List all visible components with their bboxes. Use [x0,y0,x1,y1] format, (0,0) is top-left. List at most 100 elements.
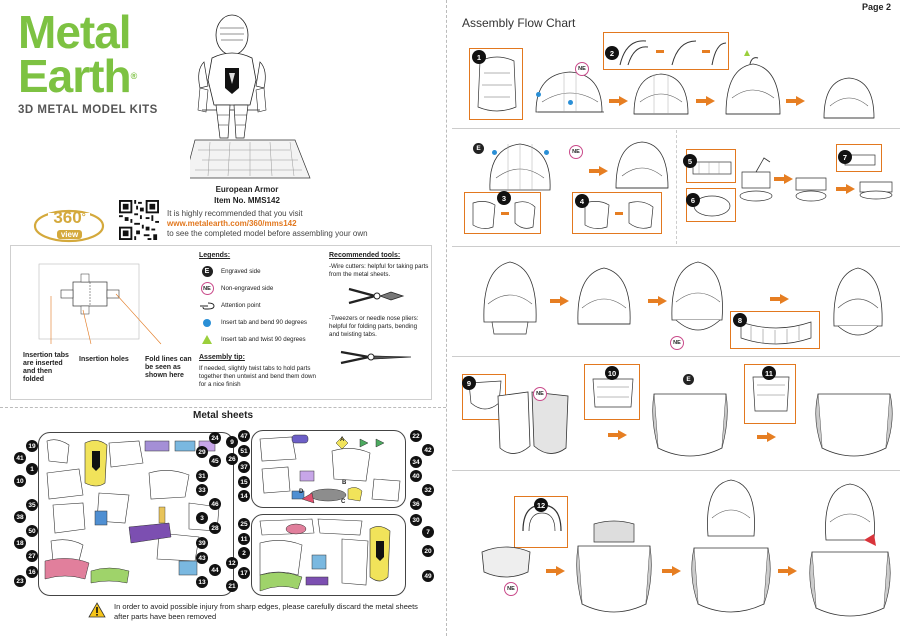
part-number: 9 [226,436,238,448]
part-number: 37 [238,461,250,473]
metal-sheet-right-upper [251,430,406,508]
part-number: 34 [410,456,422,468]
part-number: 22 [410,430,422,442]
step-number-7: 7 [838,150,852,164]
degree-symbol: ° [81,212,86,223]
part-number: 46 [209,498,221,510]
helmet-step-2-done [823,77,875,119]
part-number: 44 [209,564,221,576]
part-number: 18 [14,537,26,549]
tab-dot [544,150,549,155]
step-4-box [572,192,662,234]
tab-dot [536,92,541,97]
tab-dot [568,100,573,105]
part-number: 26 [226,453,238,465]
step-number-3: 3 [497,191,511,205]
recommendation-line-1: It is highly recommended that you visit [167,209,303,218]
helmet-step-8-done [833,267,883,336]
metal-sheets-title: Metal sheets [192,410,254,421]
flow-arrow-icon [757,432,776,442]
part-number: 7 [422,526,434,538]
center-fold-line [446,0,447,636]
non-engraved-marker: NE [575,62,589,76]
row-divider [452,246,900,247]
recommended-tools: Recommended tools: -Wire cutters: helpfu… [329,252,429,369]
non-engraved-marker: NE [533,387,547,401]
view-360-word: view [56,230,83,239]
part-number: 38 [14,511,26,523]
step-number-12: 12 [534,498,548,512]
step-2-box [603,32,729,70]
recommendation-url-link[interactable]: www.metalearth.com/360/mms142 [167,219,297,228]
flow-arrow-icon [550,296,569,306]
step-number-2: 2 [605,46,619,60]
step-10-part [592,378,634,408]
part-number: 1 [26,463,38,475]
part-number: 11 [238,533,250,545]
flow-arrow-icon [609,96,628,106]
torso-assembly-a [576,520,652,613]
helmet-step-3-assembly [489,143,551,191]
wire-cutters-icon [348,287,405,305]
part-letter: C [341,499,346,505]
recommendation-text: It is highly recommended that you visit … [167,209,368,239]
part-number: 24 [209,432,221,444]
tab-dot [492,150,497,155]
label-insertion-tabs: Insertion tabs are inserted and then fol… [23,352,69,383]
flow-chart-title: Assembly Flow Chart [462,16,576,30]
logo-word-earth: Earth [18,50,132,102]
part-number: 47 [238,430,250,442]
flow-arrow-icon [589,166,608,176]
helmet-step-8a [483,261,537,335]
part-letter: D [299,489,304,495]
qr-code-icon[interactable] [119,200,159,240]
base-assembly-done [859,181,893,200]
non-engraved-marker: NE [504,582,518,596]
step-8-part [740,321,812,345]
legends-list: Legends: E Engraved side NE Non-engraved… [199,252,323,389]
part-number: 31 [196,470,208,482]
part-number: 45 [209,455,221,467]
helmet-step-8c [671,261,723,331]
part-number: 35 [26,499,38,511]
part-number: 21 [226,580,238,592]
part-number: 40 [410,470,422,482]
part-number: 13 [196,576,208,588]
metal-sheet-right-lower [251,514,406,596]
trademark-symbol: ® [130,71,138,81]
breastplate-assembly-a [497,391,569,454]
step-8-box [730,311,820,349]
breastplate-assembly-b [652,393,728,457]
base-assembly-b [795,177,827,202]
step-5-parts [692,161,732,175]
armor-completed [809,483,891,617]
part-number: 36 [410,498,422,510]
helmet-step-4 [615,141,669,189]
logo-line-2: Earth® [18,53,168,99]
armor-assembly-b [691,479,771,613]
warning-icon [88,602,106,618]
tab-diagram: Insertion tabs are inserted and then fol… [21,260,192,390]
legend-attention: Attention point [199,297,323,314]
part-number: 16 [26,566,38,578]
warning-text: In order to avoid possible injury from s… [114,602,418,621]
part-letter: A [340,437,345,443]
tab-diagram-illustration [38,263,162,345]
part-number: 2 [238,547,250,559]
step-number-10: 10 [605,366,619,380]
part-number: 15 [238,476,250,488]
part-number: 42 [422,444,434,456]
view-360-ring-icon [33,209,105,243]
legend-nonengraved: NE Non-engraved side [199,280,323,297]
part-number: 50 [26,525,38,537]
legends-title: Legends: [199,252,231,259]
assembly-tip-title: Assembly tip: [199,354,245,361]
view-360-word-row: view [32,230,107,239]
flow-arrow-icon [546,566,565,576]
part-number: 29 [196,446,208,458]
metal-earth-logo: Metal Earth® [18,9,168,99]
non-engraved-side-icon: NE [200,282,214,295]
recommendation-line-3: to see the completed model before assemb… [167,229,368,238]
part-number: 32 [422,484,434,496]
